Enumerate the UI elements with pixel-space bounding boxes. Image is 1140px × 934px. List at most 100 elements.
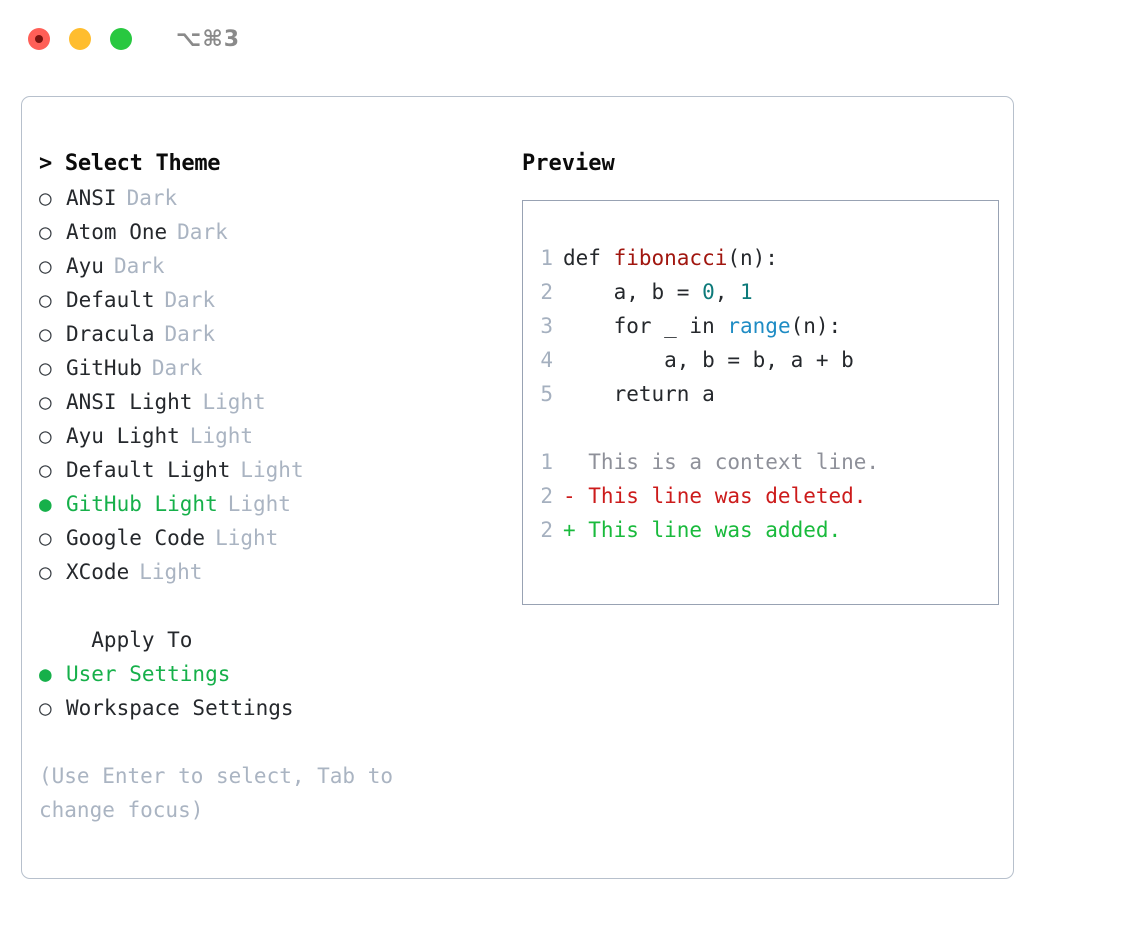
code-token: a, b = b, a + b <box>563 348 854 372</box>
theme-option-tag: Dark <box>151 356 203 380</box>
theme-option-label: ANSI Light <box>66 390 193 414</box>
code-token: def <box>563 246 614 270</box>
diff-line-text: + This line was added. <box>563 518 842 542</box>
radio-unselected-icon: ○ <box>39 356 52 380</box>
theme-option-label: Default Light <box>66 458 231 482</box>
radio-unselected-icon: ○ <box>39 458 52 482</box>
list-spacer <box>39 589 501 623</box>
theme-option-tag: Dark <box>177 220 228 244</box>
code-token: range <box>727 314 791 338</box>
diff-line-text: This is a context line. <box>563 450 880 474</box>
theme-option-tag: Light <box>139 560 203 584</box>
theme-option-default-light[interactable]: ○ Default Light Light <box>39 453 501 487</box>
radio-unselected-icon: ○ <box>39 220 52 244</box>
radio-unselected-icon: ○ <box>39 254 52 278</box>
traffic-lights <box>28 28 132 50</box>
code-token: (n): <box>727 246 778 270</box>
theme-option-tag: Light <box>240 458 304 482</box>
close-button[interactable] <box>28 28 50 50</box>
radio-unselected-icon: ○ <box>39 526 52 550</box>
minimize-button[interactable] <box>69 28 91 50</box>
theme-option-label: Default <box>66 288 155 312</box>
preview-spacer <box>523 411 998 445</box>
code-line: 2 a, b = 0, 1 <box>523 275 998 309</box>
theme-option-tag: Light <box>227 492 291 516</box>
select-theme-header: > Select Theme <box>39 151 221 176</box>
theme-option-label: XCode <box>66 560 130 584</box>
line-number: 2 <box>540 518 553 542</box>
radio-unselected-icon: ○ <box>39 560 52 584</box>
theme-option-label: Ayu Light <box>66 424 180 448</box>
theme-option-ansi[interactable]: ○ ANSI Dark <box>39 181 501 215</box>
theme-option-tag: Dark <box>113 254 165 278</box>
apply-to-list[interactable]: ●User Settings ○ Workspace Settings <box>39 657 501 725</box>
apply-to-option-workspace-settings[interactable]: ○ Workspace Settings <box>39 691 501 725</box>
theme-option-label: Atom One <box>66 220 168 244</box>
apply-to-option-user-settings[interactable]: ●User Settings <box>39 657 501 691</box>
theme-option-tag: Light <box>202 390 266 414</box>
code-line-text: for _ in range(n): <box>563 309 842 343</box>
theme-option-label: GitHub Light <box>66 492 218 516</box>
apply-to-header: Apply To <box>66 628 193 652</box>
line-number: 1 <box>540 246 553 270</box>
radio-unselected-icon: ○ <box>39 186 52 210</box>
theme-option-github[interactable]: ○ GitHub Dark <box>39 351 501 385</box>
title-bar: ⌥⌘3 <box>0 0 1140 78</box>
line-number: 5 <box>540 382 553 406</box>
theme-option-label: Ayu <box>66 254 104 278</box>
theme-option-tag: Dark <box>164 322 216 346</box>
preview-header: Preview <box>522 151 615 176</box>
theme-option-atom-one[interactable]: ○ Atom One Dark <box>39 215 501 249</box>
theme-option-dracula[interactable]: ○ Dracula Dark <box>39 317 501 351</box>
code-token: (n): <box>790 314 842 338</box>
apply-to-option-label: Workspace Settings <box>66 696 294 720</box>
theme-option-xcode[interactable]: ○ XCode Light <box>39 555 501 589</box>
code-line: 1 def fibonacci(n): <box>523 241 998 275</box>
theme-option-label: Google Code <box>66 526 206 550</box>
theme-option-ansi-light[interactable]: ○ ANSI Light Light <box>39 385 501 419</box>
theme-option-tag: Dark <box>126 186 178 210</box>
diff-line-add: 2 + This line was added. <box>523 513 998 547</box>
radio-unselected-icon: ○ <box>39 322 52 346</box>
code-token: for _ in <box>563 314 728 338</box>
code-token: return a <box>563 382 715 406</box>
code-line-text: return a <box>563 377 715 411</box>
radio-unselected-icon: ○ <box>39 288 52 312</box>
code-line: 3 for _ in range(n): <box>523 309 998 343</box>
theme-option-ayu[interactable]: ○ Ayu Dark <box>39 249 501 283</box>
theme-option-label: ANSI <box>66 186 117 210</box>
line-number: 4 <box>540 348 553 372</box>
code-token: 1 <box>740 280 753 304</box>
theme-option-label: GitHub <box>66 356 142 380</box>
line-number: 2 <box>540 484 553 508</box>
apply-to-option-label: User Settings <box>66 662 231 686</box>
diff-sample: 1 This is a context line.2- This line wa… <box>523 445 998 547</box>
code-line-text: def fibonacci(n): <box>563 241 778 275</box>
keyboard-hint-text: (Use Enter to select, Tab to change focu… <box>39 764 406 822</box>
theme-option-tag: Light <box>215 526 279 550</box>
code-token: a, b = <box>563 280 703 304</box>
code-line-text: a, b = b, a + b <box>563 343 854 377</box>
theme-option-label: Dracula <box>66 322 155 346</box>
code-line-text: a, b = 0, 1 <box>563 275 753 309</box>
maximize-button[interactable] <box>110 28 132 50</box>
radio-unselected-icon: ○ <box>39 424 52 448</box>
diff-line-context: 1 This is a context line. <box>523 445 998 479</box>
radio-unselected-icon: ○ <box>39 696 52 720</box>
theme-option-google-code[interactable]: ○ Google Code Light <box>39 521 501 555</box>
keyboard-shortcut-label: ⌥⌘3 <box>176 26 241 52</box>
theme-option-ayu-light[interactable]: ○ Ayu Light Light <box>39 419 501 453</box>
theme-option-tag: Light <box>189 424 254 448</box>
code-line: 4 a, b = b, a + b <box>523 343 998 377</box>
line-number: 1 <box>540 450 553 474</box>
radio-unselected-icon: ○ <box>39 390 52 414</box>
